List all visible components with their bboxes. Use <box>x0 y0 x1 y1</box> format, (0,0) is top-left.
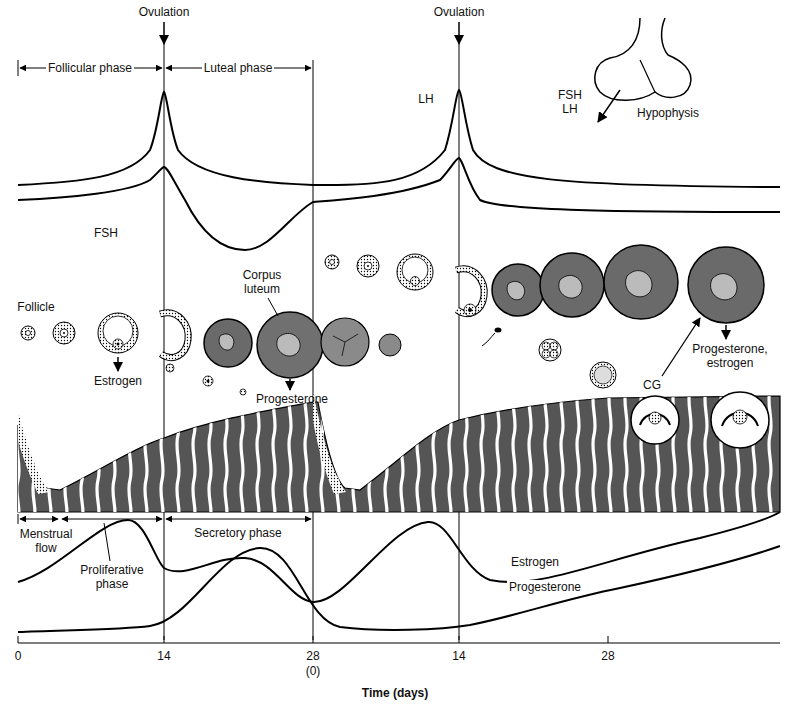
hormone-label: CG <box>643 378 661 392</box>
event-label: Ovulation <box>139 5 190 19</box>
axis-tick-label: 0 <box>15 649 22 663</box>
hormone-label: Estrogen <box>94 374 142 388</box>
axis-title: Time (days) <box>362 686 428 700</box>
axis-tick-label: 14 <box>157 649 170 663</box>
phase-label: Follicular phase <box>46 61 134 75</box>
axis-tick-label: 28 <box>306 649 319 663</box>
curve-label: LH <box>418 92 433 106</box>
axis-tick-label: 28 <box>601 649 614 663</box>
axis-tick-label: 14 <box>452 649 465 663</box>
phase-label: Menstrual flow <box>14 527 78 555</box>
structure-label: Follicle <box>17 300 54 314</box>
curve-label: Progesterone <box>507 580 583 594</box>
phase-label: Proliferative phase <box>73 563 151 591</box>
phase-label: Luteal phase <box>202 61 275 75</box>
organ-label: Hypophysis <box>637 106 699 120</box>
phase-label: Secretory phase <box>194 526 281 540</box>
hormone-label: FSH LH <box>555 88 585 116</box>
hormone-label: Progesterone, estrogen <box>684 342 776 370</box>
curve-label: Estrogen <box>509 555 561 569</box>
hormone-label: Progesterone <box>256 392 328 406</box>
event-label: Ovulation <box>434 5 485 19</box>
axis-tick-label: (0) <box>306 664 321 678</box>
curve-label: FSH <box>94 226 118 240</box>
structure-label: Corpus luteum <box>236 268 288 296</box>
